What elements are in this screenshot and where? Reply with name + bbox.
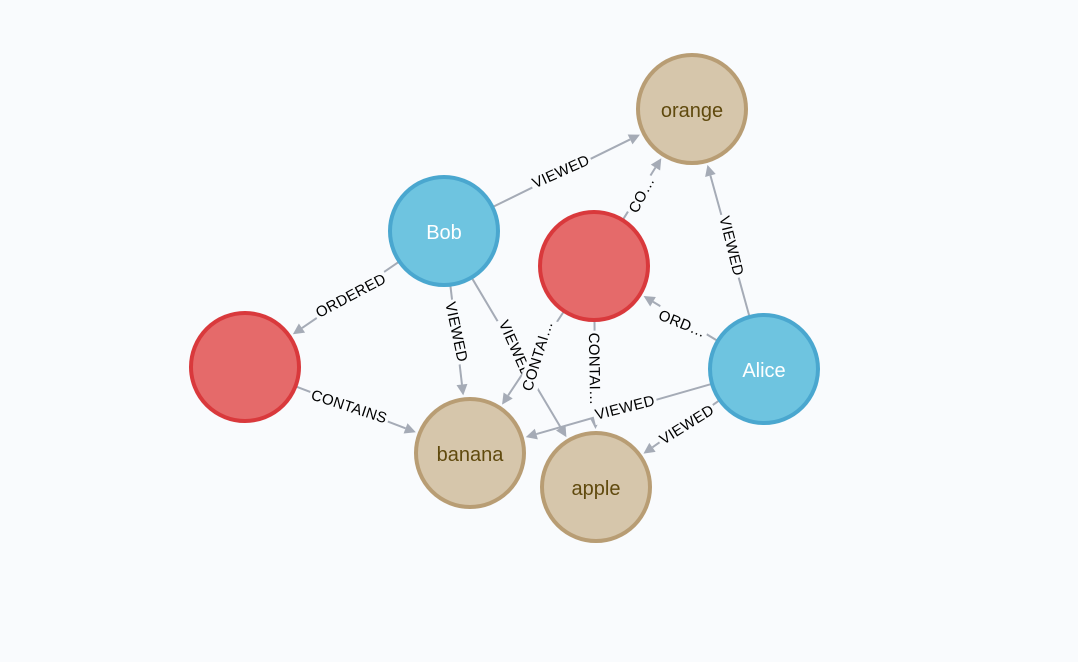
edge-order2-orange[interactable]: CO… [621, 158, 662, 221]
edge-label-background [713, 212, 749, 280]
arrowhead-icon [643, 442, 656, 454]
edge-label: VIEWED [657, 402, 718, 449]
arrowhead-icon [556, 424, 567, 438]
edge-label: ORDERED [313, 270, 389, 321]
edge-alice-order2[interactable]: ORD… [643, 296, 719, 343]
node-bob[interactable]: Bob [388, 175, 500, 287]
edge-label-background [517, 316, 559, 396]
arrowhead-icon [650, 158, 662, 171]
node-banana[interactable]: banana [414, 397, 526, 509]
node-order1[interactable] [189, 311, 301, 423]
node-circle[interactable] [540, 431, 652, 543]
edge-label-background [306, 385, 392, 429]
edge-label: CONTAI… [585, 333, 603, 406]
node-orange[interactable]: orange [636, 53, 748, 165]
node-circle[interactable] [388, 175, 500, 287]
edge-label-background [583, 330, 605, 408]
arrowhead-icon [525, 428, 538, 440]
arrowhead-icon [705, 164, 716, 177]
arrowhead-icon [502, 392, 513, 405]
node-circle[interactable] [189, 311, 301, 423]
edge-order1-banana[interactable]: CONTAINS [295, 385, 416, 434]
edge-bob-order1[interactable]: ORDERED [292, 260, 400, 335]
edge-label: VIEWED [441, 300, 470, 363]
edge-label: VIEWED [715, 214, 746, 277]
node-apple[interactable]: apple [540, 431, 652, 543]
arrowhead-icon [403, 423, 416, 434]
arrowhead-icon [292, 323, 306, 335]
edge-label-background [310, 268, 392, 324]
edge-order2-apple[interactable]: CONTAI… [583, 319, 605, 430]
arrowhead-icon [627, 134, 640, 145]
edge-label-background [439, 298, 473, 366]
edge-label: CO… [625, 174, 658, 216]
edge-label-background [654, 399, 720, 451]
edges-layer: VIEWED ORDERED VIEWED VIEWED CONTAINS CO… CONT… [292, 134, 751, 454]
edge-alice-orange[interactable]: VIEWED [705, 164, 751, 318]
node-alice[interactable]: Alice [708, 313, 820, 425]
edge-bob-orange[interactable]: VIEWED [492, 134, 640, 209]
edge-bob-banana[interactable]: VIEWED [439, 284, 473, 396]
edge-label-background [653, 305, 711, 343]
edge-label-background [623, 171, 661, 219]
edge-label-background [527, 150, 595, 194]
node-circle[interactable] [636, 53, 748, 165]
node-circle[interactable] [538, 210, 650, 322]
arrowhead-icon [643, 296, 656, 307]
node-order2[interactable] [538, 210, 650, 322]
arrowhead-icon [456, 383, 468, 396]
node-circle[interactable] [414, 397, 526, 509]
node-circle[interactable] [708, 313, 820, 425]
edge-label-background [591, 390, 659, 426]
edge-label: ORD… [656, 307, 708, 341]
